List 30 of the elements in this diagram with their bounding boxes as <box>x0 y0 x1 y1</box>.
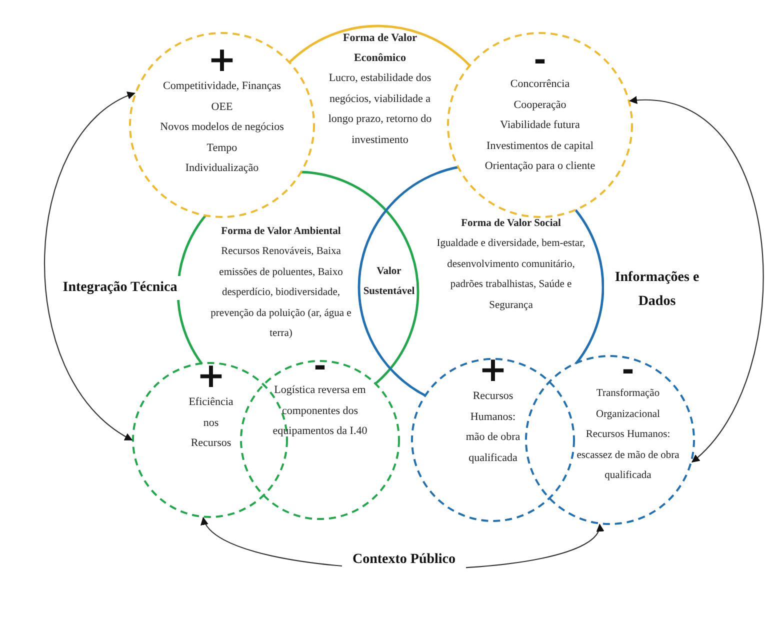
minus-sign: - <box>622 358 634 384</box>
circle-text: Eficiência nos Recursos <box>188 395 234 451</box>
circle-text: Tempo <box>206 140 238 156</box>
circle-text: Individualização <box>185 161 259 176</box>
minus-sign: - <box>534 48 546 74</box>
circle-heading: Forma de Valor Ambiental <box>221 225 341 239</box>
circle-heading: Forma de Valor Social <box>461 217 561 231</box>
center-label: Valor Sustentável <box>362 265 416 299</box>
plus-sign: + <box>196 360 226 392</box>
circle-text: OEE <box>211 100 233 114</box>
curved-arrow <box>629 97 764 463</box>
circle-heading: Forma de Valor Econômico <box>342 31 418 66</box>
circle-text: Investimentos de capital <box>486 138 594 154</box>
minus-sign: - <box>314 354 326 380</box>
plus-sign: + <box>478 354 508 386</box>
circle-text: Cooperação <box>514 98 566 112</box>
curved-arrow <box>44 92 136 440</box>
circle-text: Recursos Humanos: mão de obra qualificada <box>464 389 522 466</box>
plus-sign: + <box>208 44 236 76</box>
circle-text: Recursos Renováveis, Baixa emissões de poluentes, Baixo desperdício, biodiversidade, prevenção da poluição (ar, água e terra) <box>210 245 352 341</box>
circle-text: Orientação para o cliente <box>484 159 596 174</box>
circle-text: Recursos Humanos: escassez de mão de obra qualificada <box>576 428 680 483</box>
circle-text: Transformação Organizacional <box>595 387 661 422</box>
circle-text: Concorrência <box>510 77 570 92</box>
circle-text: Igualdade e diversidade, bem-estar, desenvolvimento comunitário, padrões trabalhistas, Saúde e Segurança <box>436 237 586 312</box>
circle-text: Lucro, estabilidade dos negócios, viabilidade a longo prazo, retorno do investimento <box>327 71 433 148</box>
circle-text: Viabilidade futura <box>500 118 580 133</box>
circle-text: Novos modelos de negócios <box>160 120 284 135</box>
circle-text: Logística reversa em componentes dos equipamentos da I.40 <box>272 383 368 439</box>
circle-text: Competitividade, Finanças <box>163 79 281 94</box>
